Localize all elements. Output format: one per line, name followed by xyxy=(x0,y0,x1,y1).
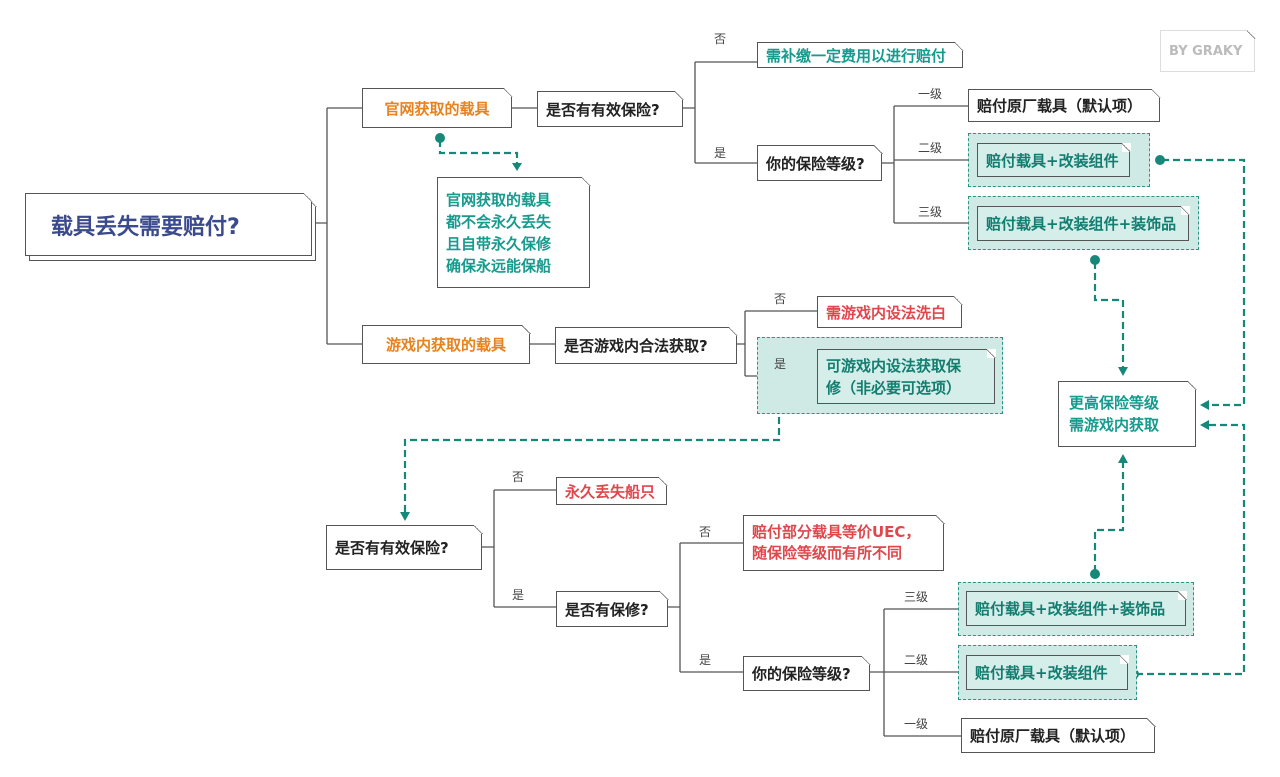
ingame-level-3-result[interactable]: 赔付载具+改装组件+装饰品 xyxy=(966,590,1187,626)
note-line: 赔付部分载具等价UEC， xyxy=(752,523,921,541)
topic-official-vehicle[interactable]: 官网获取的载具 xyxy=(362,87,513,128)
ingame-no-label: 否 xyxy=(774,292,787,306)
ins-yes-label: 是 xyxy=(512,588,525,602)
root-topic[interactable]: 载具丢失需要赔付? xyxy=(25,192,313,256)
ingame-insurance-question[interactable]: 是否有有效保险? xyxy=(326,524,483,570)
official-note[interactable]: 官网获取的载具 都不会永久丢失 且自带永久保修 确保永远能保船 xyxy=(437,176,591,288)
ingame-level-2-result[interactable]: 赔付载具+改装组件 xyxy=(966,654,1129,690)
official-insurance-question[interactable]: 是否有有效保险? xyxy=(537,90,684,127)
note-line: 都不会永久丢失 xyxy=(446,212,552,231)
ingame-level-1-label: 一级 xyxy=(904,717,929,731)
official-level-question[interactable]: 你的保险等级? xyxy=(757,144,883,181)
official-no-result[interactable]: 需补缴一定费用以进行赔付 xyxy=(757,41,964,68)
ingame-level-3-label: 三级 xyxy=(904,590,929,604)
ingame-level-question[interactable]: 你的保险等级? xyxy=(743,655,871,691)
ingame-level-2-label: 二级 xyxy=(904,653,929,667)
official-yes-label: 是 xyxy=(714,146,727,160)
note-line: 可游戏内设法获取保 xyxy=(826,356,962,375)
note-line: 随保险等级而有所不同 xyxy=(752,544,903,562)
ingame-level-1-result[interactable]: 赔付原厂载具（默认项） xyxy=(961,717,1156,753)
official-level-3-label: 三级 xyxy=(918,205,943,219)
ingame-yes-label: 是 xyxy=(774,357,787,371)
watermark-badge: BY GRAKY xyxy=(1160,29,1256,72)
higher-level-note[interactable]: 更高保险等级 需游戏内获取 xyxy=(1058,380,1197,447)
war-no-result[interactable]: 赔付部分载具等价UEC， 随保险等级而有所不同 xyxy=(743,514,945,571)
war-no-label: 否 xyxy=(699,525,712,539)
official-level-2-label: 二级 xyxy=(918,141,943,155)
warranty-question[interactable]: 是否有保修? xyxy=(556,590,669,627)
note-line: 确保永远能保船 xyxy=(446,256,552,275)
official-level-2-result[interactable]: 赔付载具+改装组件 xyxy=(977,142,1131,177)
ins-no-result[interactable]: 永久丢失船只 xyxy=(556,476,668,505)
note-line: 且自带永久保修 xyxy=(446,234,552,253)
note-line: 需游戏内获取 xyxy=(1069,416,1160,434)
war-yes-label: 是 xyxy=(699,653,712,667)
topic-ingame-vehicle[interactable]: 游戏内获取的载具 xyxy=(362,324,531,364)
official-level-3-result[interactable]: 赔付载具+改装组件+装饰品 xyxy=(977,205,1190,241)
ins-no-label: 否 xyxy=(512,470,525,484)
note-line: 修（非必要可选项） xyxy=(826,378,962,397)
ingame-legal-question[interactable]: 是否游戏内合法获取? xyxy=(555,326,738,364)
official-no-label: 否 xyxy=(714,32,727,46)
note-line: 更高保险等级 xyxy=(1069,394,1160,412)
ingame-yes-result[interactable]: 可游戏内设法获取保 修（非必要可选项） xyxy=(817,348,996,404)
official-level-1-result[interactable]: 赔付原厂载具（默认项） xyxy=(968,88,1161,122)
ingame-no-result[interactable]: 需游戏内设法洗白 xyxy=(817,295,963,328)
note-line: 官网获取的载具 xyxy=(446,190,552,209)
official-level-1-label: 一级 xyxy=(918,87,943,101)
